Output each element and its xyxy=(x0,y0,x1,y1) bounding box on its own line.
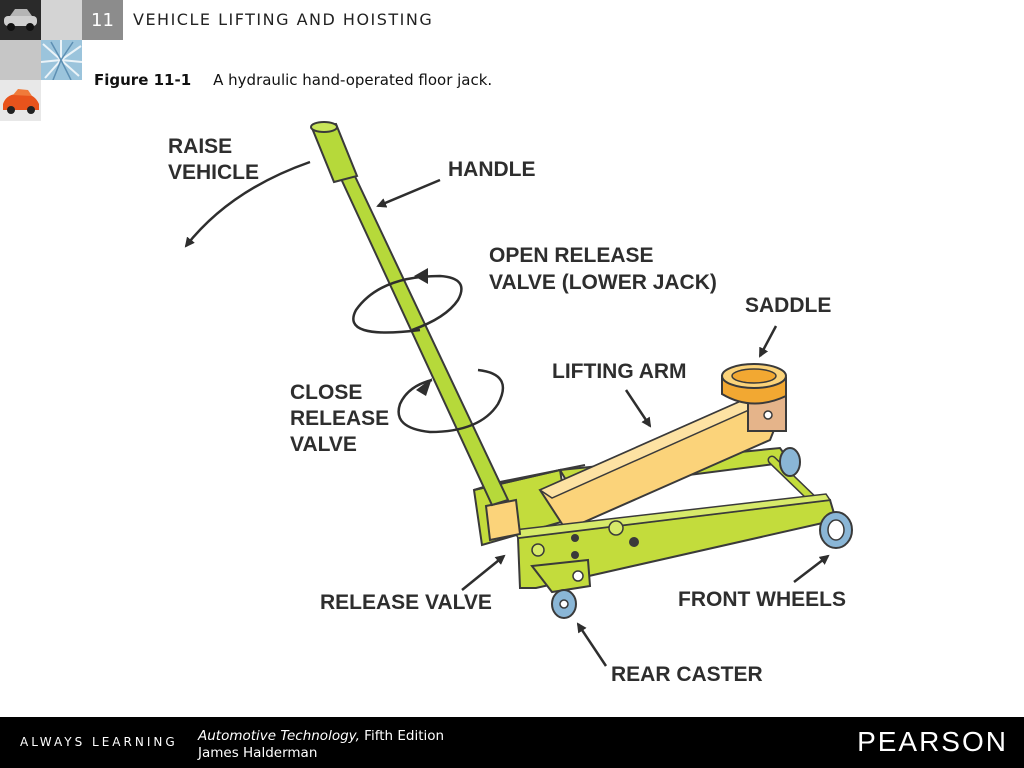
rear-caster-pointer xyxy=(576,622,608,667)
label-close-release-2: RELEASE xyxy=(290,407,389,430)
close-valve-arrowhead xyxy=(416,378,432,396)
rail-bolt-5 xyxy=(629,537,639,547)
label-front-wheels: FRONT WHEELS xyxy=(678,588,846,611)
handle-pointer xyxy=(376,178,441,208)
saddle-pointer xyxy=(758,325,778,358)
rail-bolt-4 xyxy=(608,520,624,536)
label-open-release-2: VALVE (LOWER JACK) xyxy=(489,271,717,294)
label-saddle: SADDLE xyxy=(745,294,831,317)
footer-bar: ALWAYS LEARNING Automotive Technology, F… xyxy=(0,717,1024,768)
release-valve-pointer xyxy=(461,554,506,591)
front-wheel-hub xyxy=(827,519,845,541)
label-handle: HANDLE xyxy=(448,158,536,181)
label-raise-vehicle-1: RAISE xyxy=(168,135,232,158)
label-close-release-1: CLOSE xyxy=(290,381,362,404)
saddle-inner xyxy=(731,368,777,384)
front-wheel-back xyxy=(779,447,801,477)
thumbnail-car-orange xyxy=(0,80,41,121)
chapter-title: VEHICLE LIFTING AND HOISTING xyxy=(133,10,434,29)
caster-bracket xyxy=(530,558,592,594)
close-valve-rotation-arrow xyxy=(397,368,504,434)
rail-bolt-1 xyxy=(531,543,545,557)
rail-bolt-2 xyxy=(571,534,579,542)
figure-caption-text: A hydraulic hand-operated floor jack. xyxy=(213,71,493,89)
handle-grip xyxy=(310,122,359,184)
figure-label: Figure 11-1 xyxy=(94,71,192,89)
label-release-valve: RELEASE VALVE xyxy=(320,591,492,614)
label-raise-vehicle-2: VEHICLE xyxy=(168,161,259,184)
saddle-bolt xyxy=(763,410,773,420)
rail-bolt-3 xyxy=(571,551,579,559)
label-close-release-3: VALVE xyxy=(290,433,357,456)
chapter-number: 11 xyxy=(82,0,123,40)
release-valve-knob xyxy=(484,498,522,542)
publisher-logo: PEARSON xyxy=(857,726,1008,757)
caster-bracket-bolt xyxy=(572,570,584,582)
footer-tagline: ALWAYS LEARNING xyxy=(20,735,178,749)
open-valve-arrowhead xyxy=(414,268,428,284)
lifting-arm-pointer xyxy=(624,389,652,428)
book-edition: Fifth Edition xyxy=(359,728,445,744)
book-author: James Halderman xyxy=(198,745,318,761)
label-open-release-1: OPEN RELEASE xyxy=(489,244,654,267)
thumbnail-gray-2 xyxy=(0,40,41,80)
handle-end xyxy=(310,121,338,133)
thumbnail-gray xyxy=(41,0,82,40)
handle-shaft xyxy=(335,169,510,507)
front-wheels-pointer xyxy=(793,554,830,583)
footer-book-info: Automotive Technology, Fifth Edition Jam… xyxy=(198,728,444,762)
rear-caster-hub xyxy=(559,599,569,609)
label-lifting-arm: LIFTING ARM xyxy=(552,360,687,383)
figure-caption: Figure 11-1 A hydraulic hand-operated flo… xyxy=(94,71,492,89)
thumbnail-crystal xyxy=(41,40,82,80)
thumbnail-car-dark xyxy=(0,0,41,40)
book-title: Automotive Technology, xyxy=(198,728,360,744)
open-valve-rotation-arrow xyxy=(352,274,463,334)
raise-vehicle-arrow xyxy=(184,160,311,248)
label-rear-caster: REAR CASTER xyxy=(611,663,763,686)
